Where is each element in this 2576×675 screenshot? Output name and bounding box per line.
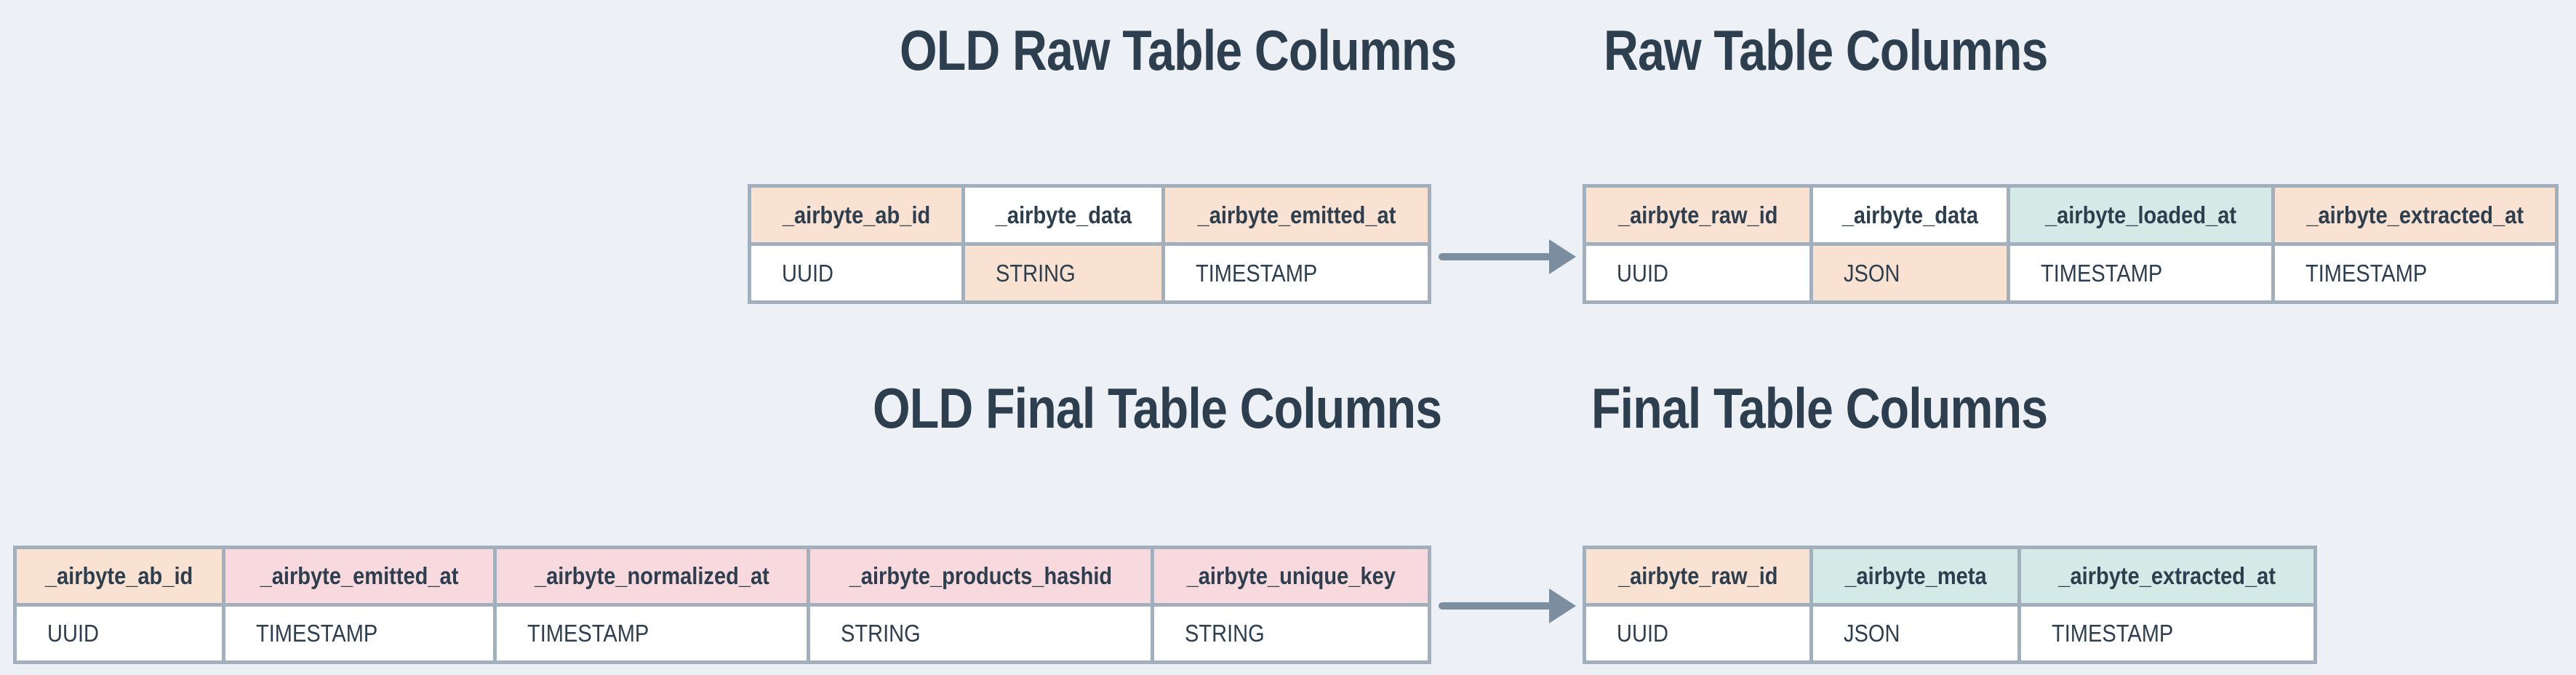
column-header: _airbyte_raw_id [1586,188,1809,242]
column-type-label: TIMESTAMP [1196,259,1318,287]
final-table-title-label: Final Table Columns [1591,376,2048,440]
column-header: _airbyte_ab_id [751,188,961,242]
column-header: _airbyte_loaded_at [2010,188,2271,242]
column-name-label: _airbyte_normalized_at [534,562,769,589]
old-final-table: _airbyte_ab_id _airbyte_emitted_at _airb… [13,546,1431,664]
column-header: _airbyte_ab_id [17,549,222,603]
column-name-label: _airbyte_emitted_at [260,562,459,589]
column-type-cell: TIMESTAMP [2021,607,2313,660]
column-name-label: _airbyte_meta [1844,562,1987,589]
column-name-label: _airbyte_extracted_at [2058,562,2276,589]
column-type-cell: UUID [1586,607,1809,660]
column-type-cell: JSON [1813,246,2007,300]
column-name-label: _airbyte_products_hashid [849,562,1112,589]
column-type-label: TIMESTAMP [2305,259,2428,287]
column-type-label: JSON [1844,620,1900,647]
old-final-table-title: OLD Final Table Columns [873,375,1542,442]
column-header: _airbyte_data [1813,188,2007,242]
column-type-label: JSON [1844,259,1900,287]
column-type-label: UUID [47,620,99,647]
column-type-label: STRING [996,259,1076,287]
column-name-label: _airbyte_data [995,201,1132,228]
column-type-label: STRING [1185,620,1265,647]
column-type-cell: TIMESTAMP [2275,246,2555,300]
old-raw-table-title-label: OLD Raw Table Columns [900,18,1457,82]
column-header: _airbyte_meta [1813,549,2017,603]
raw-migration-arrow-icon [1439,253,1551,260]
final-migration-arrow-icon [1439,602,1551,610]
raw-table: _airbyte_raw_id _airbyte_data _airbyte_l… [1583,184,2559,304]
column-header: _airbyte_extracted_at [2021,549,2313,603]
column-name-label: _airbyte_unique_key [1186,562,1396,589]
column-type-label: UUID [782,259,833,287]
column-header: _airbyte_data [965,188,1161,242]
column-type-cell: UUID [17,607,222,660]
column-type-label: UUID [1617,620,1668,647]
column-type-cell: STRING [1154,607,1428,660]
column-header: _airbyte_products_hashid [810,549,1151,603]
old-final-table-title-label: OLD Final Table Columns [873,376,1442,440]
column-name-label: _airbyte_extracted_at [2306,201,2524,228]
column-header: _airbyte_emitted_at [1165,188,1428,242]
column-name-label: _airbyte_loaded_at [2044,201,2237,228]
column-header: _airbyte_unique_key [1154,549,1428,603]
column-type-cell: STRING [965,246,1161,300]
raw-table-title: Raw Table Columns [1604,17,2126,84]
raw-table-title-label: Raw Table Columns [1604,18,2048,82]
final-table-title: Final Table Columns [1591,375,2128,442]
column-type-cell: STRING [810,607,1151,660]
column-type-label: TIMESTAMP [2041,259,2163,287]
column-name-label: _airbyte_emitted_at [1197,201,1396,228]
column-type-cell: TIMESTAMP [497,607,807,660]
old-raw-table: _airbyte_ab_id _airbyte_data _airbyte_em… [748,184,1431,304]
column-type-cell: UUID [1586,246,1809,300]
column-type-label: TIMESTAMP [527,620,649,647]
column-name-label: _airbyte_raw_id [1617,201,1778,228]
column-type-cell: TIMESTAMP [225,607,493,660]
column-type-label: TIMESTAMP [256,620,378,647]
column-type-cell: JSON [1813,607,2017,660]
column-type-cell: TIMESTAMP [2010,246,2271,300]
old-raw-table-title: OLD Raw Table Columns [900,17,1555,84]
column-name-label: _airbyte_raw_id [1617,562,1778,589]
column-header: _airbyte_normalized_at [497,549,807,603]
column-header: _airbyte_emitted_at [225,549,493,603]
column-type-cell: UUID [751,246,961,300]
column-header: _airbyte_raw_id [1586,549,1809,603]
column-type-cell: TIMESTAMP [1165,246,1428,300]
column-name-label: _airbyte_data [1841,201,1978,228]
column-type-label: STRING [841,620,921,647]
final-table: _airbyte_raw_id _airbyte_meta _airbyte_e… [1583,546,2317,664]
column-type-label: UUID [1617,259,1668,287]
column-name-label: _airbyte_ab_id [45,562,193,589]
column-name-label: _airbyte_ab_id [782,201,931,228]
column-header: _airbyte_extracted_at [2275,188,2555,242]
column-type-label: TIMESTAMP [2052,620,2174,647]
